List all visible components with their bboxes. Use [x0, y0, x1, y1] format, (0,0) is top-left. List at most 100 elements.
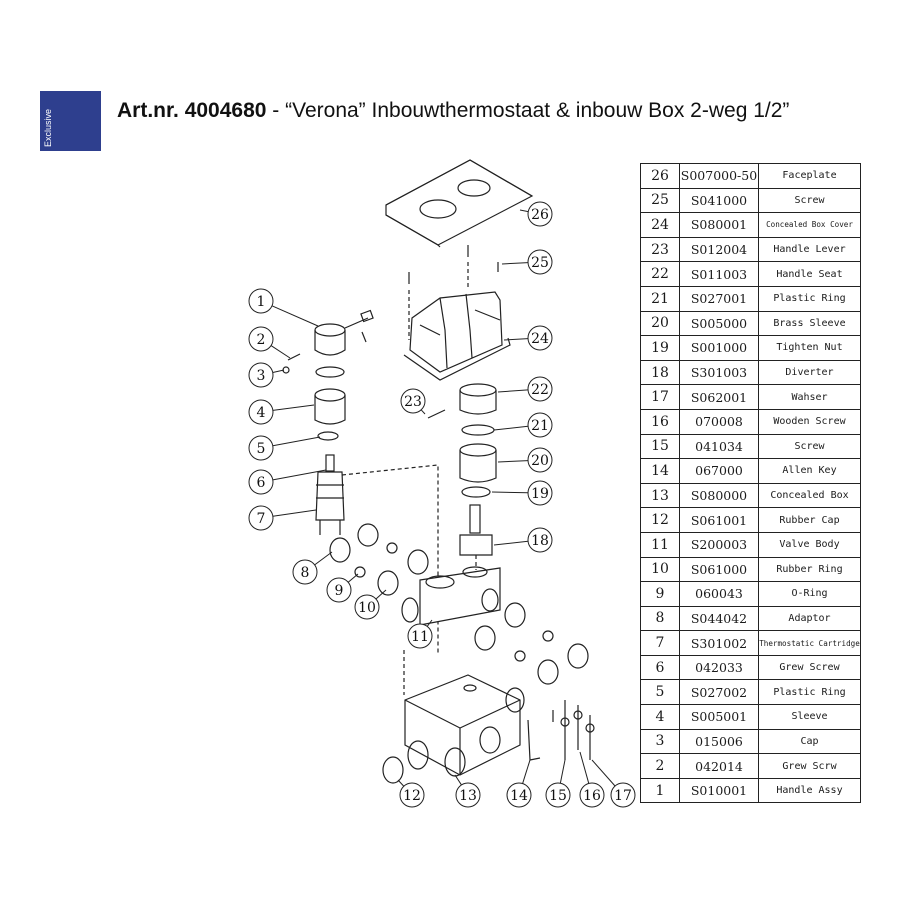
callout-circle	[527, 527, 553, 553]
part-number: 14	[640, 458, 680, 484]
callout-label: 22	[531, 382, 549, 398]
callout-leader-line	[501, 262, 529, 265]
part-code: 070008	[679, 408, 759, 435]
callout-leader-line	[559, 759, 566, 784]
callout-16: 16	[579, 751, 605, 808]
part-number: 13	[640, 482, 680, 509]
part-code: 015006	[679, 728, 759, 755]
part-description: Cap	[758, 728, 861, 755]
callout-7: 7	[248, 505, 317, 531]
callout-leader-line	[272, 469, 327, 481]
callout-circle	[400, 388, 426, 414]
callout-label: 24	[531, 331, 549, 347]
rubber-cap-drawing	[382, 756, 404, 784]
part-number: 22	[640, 261, 680, 287]
part-code: S301003	[679, 359, 759, 386]
callout-circle	[527, 412, 553, 438]
callout-leader-line	[271, 305, 319, 327]
callout-leader-line	[270, 345, 291, 359]
callout-label: 8	[301, 565, 310, 581]
handle-seat-drawing	[427, 383, 497, 419]
part-code: S080000	[679, 482, 759, 509]
callout-4: 4	[248, 399, 315, 425]
part-code: 042033	[679, 654, 759, 681]
part-number: 4	[640, 704, 680, 730]
callout-20: 20	[497, 447, 553, 473]
callout-leader-line	[493, 540, 529, 546]
part-description: Handle Assy	[758, 777, 861, 804]
callout-10: 10	[354, 589, 387, 620]
part-number: 5	[640, 679, 680, 706]
part-description: O-Ring	[758, 581, 861, 607]
part-description: Diverter	[758, 359, 861, 386]
callout-leader-line	[347, 573, 359, 583]
cartridge-drawing	[315, 454, 439, 655]
callout-label: 25	[531, 255, 549, 271]
callout-1: 1	[248, 288, 319, 327]
part-description: Concealed Box	[758, 482, 861, 509]
part-description: Grew Scrw	[758, 753, 861, 779]
part-code: S061001	[679, 507, 759, 533]
callout-leader-line	[426, 619, 433, 627]
part-number: 19	[640, 335, 680, 361]
part-description: Handle Lever	[758, 236, 861, 263]
part-code: 060043	[679, 581, 759, 607]
part-description: Screw	[758, 433, 861, 460]
callout-circle	[506, 782, 532, 808]
part-number: 17	[640, 384, 680, 410]
callout-circle	[579, 782, 605, 808]
callout-leader-line	[397, 779, 405, 787]
brand-logo	[40, 91, 101, 151]
part-number: 9	[640, 581, 680, 607]
part-number: 15	[640, 433, 680, 460]
diverter-stack-drawing	[459, 424, 497, 570]
handle-assy-drawing	[314, 309, 374, 356]
part-code: 041034	[679, 433, 759, 460]
part-description: Wahser	[758, 384, 861, 410]
callout-circle	[527, 201, 553, 227]
callout-label: 17	[614, 788, 632, 804]
callout-circle	[527, 480, 553, 506]
sleeve-drawing	[314, 366, 346, 441]
part-description: Adaptor	[758, 605, 861, 632]
callout-leader-line	[497, 460, 529, 463]
callout-11: 11	[407, 619, 433, 649]
callout-leader-line	[272, 369, 285, 373]
part-description: Brass Sleeve	[758, 310, 861, 337]
callout-14: 14	[506, 759, 532, 808]
callout-circle	[610, 782, 636, 808]
callout-label: 14	[510, 788, 528, 804]
callout-circle	[455, 782, 481, 808]
part-code: S005000	[679, 310, 759, 337]
callout-label: 16	[583, 788, 601, 804]
part-description: Grew Screw	[758, 654, 861, 681]
article-number: 4004680	[184, 99, 267, 122]
screws-washers-drawing	[552, 700, 595, 760]
callout-leader-line	[591, 759, 616, 787]
part-number: 24	[640, 212, 680, 238]
callout-9: 9	[326, 573, 359, 603]
page-title: Art.nr. 4004680 - “Verona” Inbouwthermos…	[117, 99, 789, 123]
part-description: Rubber Ring	[758, 556, 861, 583]
part-code: S041000	[679, 187, 759, 214]
callout-label: 6	[257, 475, 266, 491]
callout-leader-line	[314, 551, 333, 566]
callout-leader-line	[519, 209, 529, 213]
part-description: Valve Body	[758, 531, 861, 558]
part-code: S027001	[679, 285, 759, 312]
callout-24: 24	[503, 325, 553, 351]
part-code: S012004	[679, 236, 759, 263]
part-description: Plastic Ring	[758, 679, 861, 706]
callout-circle	[248, 505, 274, 531]
